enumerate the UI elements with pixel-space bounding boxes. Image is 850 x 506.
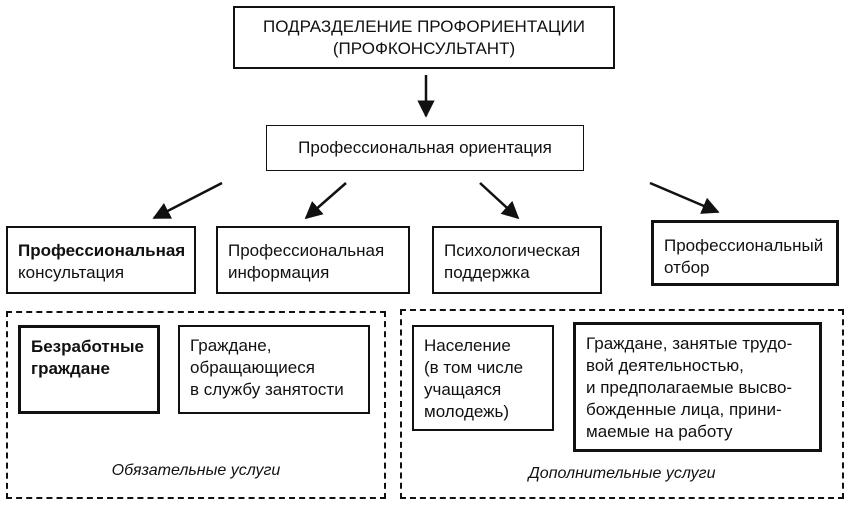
mandatory-applicants-line2: обращающиеся (190, 358, 315, 377)
additional-employed-line4: божденные лица, прини- (586, 400, 782, 419)
top-box: ПОДРАЗДЕЛЕНИЕ ПРОФОРИЕНТАЦИИ (ПРОФКОНСУЛ… (233, 6, 615, 69)
mandatory-services-caption: Обязательные услуги (111, 462, 281, 479)
category-support-line1: Психологическая (444, 241, 581, 260)
mandatory-unemployed: Безработные граждане (18, 325, 160, 414)
additional-employed-line2: вой деятельностью, (586, 356, 744, 375)
center-box: Профессиональная ориентация (266, 125, 584, 171)
additional-employed: Граждане, занятые трудо- вой деятельност… (573, 322, 822, 452)
category-support-line2: поддержка (444, 263, 530, 282)
category-consultation: Профессиональная консультация (6, 226, 196, 294)
additional-population-line2: (в том числе (424, 358, 524, 377)
additional-services-group (400, 309, 844, 499)
additional-population-line4: молодежь) (424, 402, 510, 421)
category-selection-line1: Профессиональный (664, 236, 824, 255)
top-box-line2: (ПРОФКОНСУЛЬТАНТ) (332, 38, 516, 58)
additional-employed-line5: маемые на работу (586, 422, 733, 441)
top-box-line1: ПОДРАЗДЕЛЕНИЕ ПРОФОРИЕНТАЦИИ (262, 16, 585, 36)
additional-population-line3: учащаяся (424, 380, 502, 399)
arrow-to-selection (649, 181, 720, 214)
mandatory-unemployed-line2: граждане (31, 359, 110, 378)
category-consultation-line2: консультация (18, 263, 125, 282)
center-box-label: Профессиональная ориентация (298, 138, 552, 157)
category-selection-line2: отбор (664, 258, 710, 277)
mandatory-services-group (6, 311, 386, 499)
additional-employed-line3: и предполагаемые высво- (586, 378, 793, 397)
category-information-line1: Профессиональная (228, 241, 385, 260)
category-information: Профессиональная информация (216, 226, 410, 294)
additional-employed-line1: Граждане, занятые трудо- (586, 334, 793, 353)
arrow-to-information (304, 182, 347, 220)
arrow-to-consultation (152, 181, 223, 220)
mandatory-applicants: Граждане, обращающиеся в службу занятост… (178, 325, 370, 414)
additional-population-line1: Население (424, 336, 511, 355)
category-information-line2: информация (228, 263, 330, 282)
arrow-to-support (479, 182, 520, 220)
mandatory-applicants-line3: в службу занятости (190, 380, 344, 399)
additional-services-caption: Дополнительные услуги (528, 465, 716, 482)
mandatory-unemployed-line1: Безработные (31, 337, 144, 356)
category-selection: Профессиональный отбор (651, 220, 839, 286)
mandatory-applicants-line1: Граждане, (190, 336, 272, 355)
category-consultation-line1: Профессиональная (18, 241, 186, 260)
category-support: Психологическая поддержка (432, 226, 602, 294)
additional-population: Население (в том числе учащаяся молодежь… (412, 325, 554, 431)
